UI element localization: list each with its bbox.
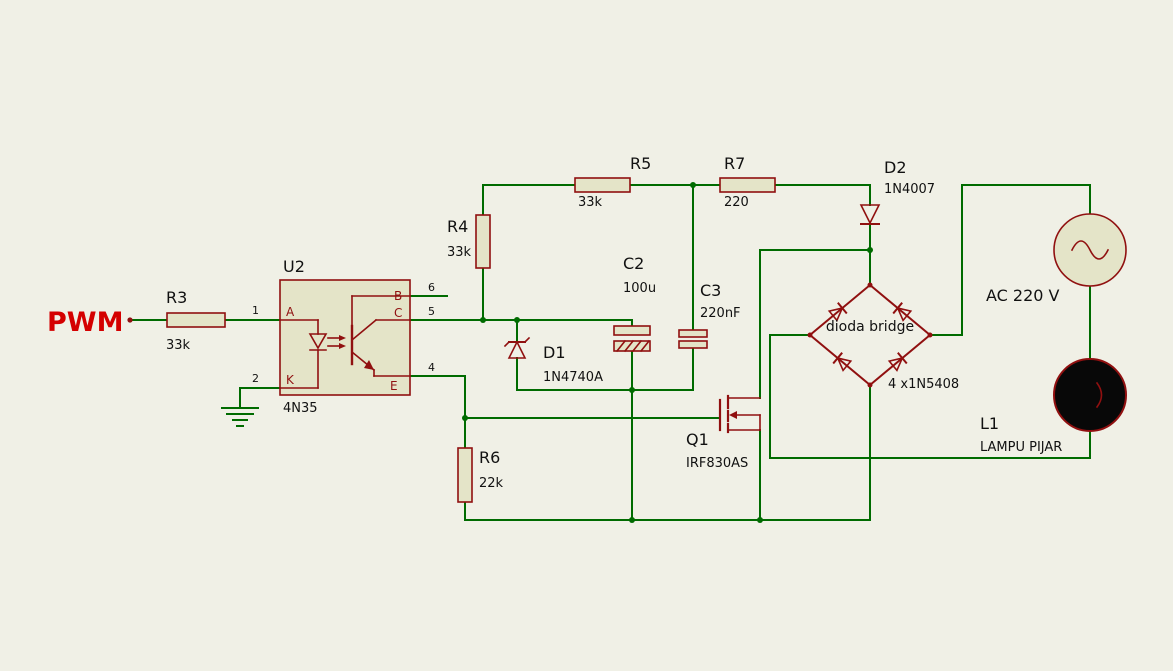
pin-name-e: E	[390, 379, 398, 393]
pin-number-5: 5	[428, 305, 435, 318]
pin-number-6: 6	[428, 281, 435, 294]
capacitor-c2[interactable]	[613, 325, 651, 353]
r6-value[interactable]: 22k	[479, 476, 504, 491]
q1-value[interactable]: IRF830AS	[686, 456, 748, 471]
junction-dots	[462, 182, 873, 523]
capacitor-c3[interactable]	[678, 329, 708, 349]
pin-name-b: B	[394, 289, 402, 303]
junction-dot	[514, 317, 520, 323]
pin-number-4: 4	[428, 361, 435, 374]
emitter-arrow-icon	[364, 360, 374, 370]
r3-ref[interactable]: R3	[166, 288, 187, 307]
zener-d1[interactable]	[503, 336, 531, 359]
r6-ref[interactable]: R6	[479, 448, 500, 467]
mosfet-q1[interactable]	[718, 394, 761, 434]
bridge-value[interactable]: 4 x1N5408	[888, 377, 959, 392]
opto-led-icon	[279, 319, 341, 389]
r7-ref[interactable]: R7	[724, 154, 745, 173]
r5-value[interactable]: 33k	[578, 195, 603, 210]
pin-name-c: C	[394, 306, 402, 320]
filament-icon	[1095, 381, 1103, 409]
pwm-terminal-icon[interactable]	[127, 317, 133, 323]
d1-value[interactable]: 1N4740A	[543, 370, 603, 385]
c3-ref[interactable]: C3	[700, 281, 721, 300]
resistor-r6[interactable]	[457, 447, 473, 503]
junction-dot	[867, 247, 873, 253]
mosfet-arrow-icon	[729, 411, 737, 419]
l1-value[interactable]: LAMPU PIJAR	[980, 440, 1062, 455]
resistor-r5[interactable]	[574, 177, 631, 193]
junction-dot	[757, 517, 763, 523]
r5-ref[interactable]: R5	[630, 154, 651, 173]
pin-name-a: A	[286, 305, 295, 319]
bridge-diode-icon	[832, 352, 853, 372]
ac-source-label[interactable]: AC 220 V	[986, 286, 1060, 305]
bridge-label[interactable]: dioda bridge	[826, 319, 914, 335]
d2-value[interactable]: 1N4007	[884, 182, 935, 197]
r4-ref[interactable]: R4	[447, 217, 468, 236]
pin-name-k: K	[286, 373, 295, 387]
diode-d2[interactable]	[859, 204, 881, 225]
c3-value[interactable]: 220nF	[700, 306, 741, 321]
u2-ref[interactable]: U2	[283, 257, 305, 276]
bridge-diode-icon	[827, 302, 848, 322]
r7-value[interactable]: 220	[724, 195, 749, 210]
junction-dot	[480, 317, 486, 323]
bridge-diode-icon	[887, 352, 908, 372]
junction-dot	[629, 517, 635, 523]
ac-source[interactable]	[1053, 213, 1127, 287]
junction-dot	[462, 415, 468, 421]
r4-value[interactable]: 33k	[447, 245, 472, 260]
sine-icon	[1070, 240, 1110, 260]
u2-value[interactable]: 4N35	[283, 401, 318, 416]
d1-ref[interactable]: D1	[543, 343, 566, 362]
resistor-r4[interactable]	[475, 214, 491, 269]
optocoupler-u2[interactable]	[279, 279, 411, 396]
c2-value[interactable]: 100u	[623, 281, 656, 296]
wires	[130, 184, 1091, 521]
resistor-r7[interactable]	[719, 177, 776, 193]
diode-bridge[interactable]	[807, 282, 933, 388]
opto-arrow-icon	[339, 343, 346, 349]
junction-dot	[629, 387, 635, 393]
cap-hatch-icon	[615, 339, 651, 353]
c2-ref[interactable]: C2	[623, 254, 644, 273]
pin-number-1: 1	[252, 304, 259, 317]
l1-ref[interactable]: L1	[980, 414, 999, 433]
pin-number-2: 2	[252, 372, 259, 385]
lamp-l1[interactable]	[1053, 358, 1127, 432]
bridge-diode-icon	[892, 302, 913, 322]
resistor-r3[interactable]	[166, 312, 226, 328]
pwm-label: PWM	[47, 307, 123, 338]
ground-icon[interactable]	[221, 407, 259, 427]
opto-transistor-icon	[350, 295, 411, 377]
junction-dot	[690, 182, 696, 188]
q1-ref[interactable]: Q1	[686, 430, 709, 449]
d2-ref[interactable]: D2	[884, 158, 907, 177]
opto-arrow-icon	[339, 335, 346, 341]
r3-value[interactable]: 33k	[166, 338, 191, 353]
